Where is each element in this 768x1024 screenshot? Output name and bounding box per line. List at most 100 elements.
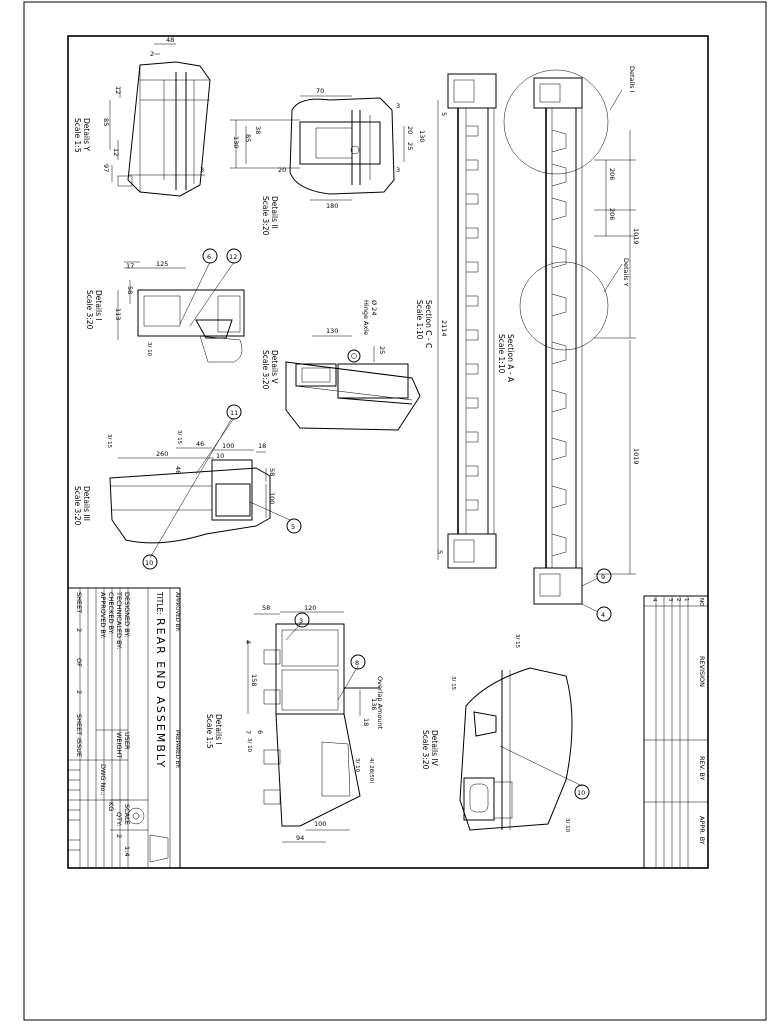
detail-ii-dim-25: 25 xyxy=(406,142,414,150)
detail-i-large-dim-18: 18 xyxy=(362,718,370,726)
detail-iii-dim-18: 18 xyxy=(258,442,266,450)
qty-value: 2 xyxy=(115,834,123,838)
detail-iii-dim-46b: 46 xyxy=(174,466,182,474)
user-label: USER xyxy=(123,732,131,750)
checked-by-label: CHECKED BY: xyxy=(107,592,115,635)
prepared-by-label: PREPARED BY: xyxy=(174,730,180,769)
designed-by-label: DESIGNED BY: xyxy=(123,592,131,638)
balloon-12-label: 12 xyxy=(229,253,237,261)
scale-value: 1:4 xyxy=(123,846,131,856)
section-cc-view: 130 25 Ø 24 Hinge Axle Section C - C Sca… xyxy=(261,300,433,431)
detail-ii-dim-130a: 130 xyxy=(232,136,240,148)
rev-by-label: REV. BY xyxy=(698,756,706,780)
balloon-4 xyxy=(596,606,612,622)
balloons: 6 12 11 5 10 3 8 10 9 4 xyxy=(142,248,612,800)
detail-v-scale: Scale 3:20 xyxy=(261,350,270,390)
detail-iv-title: Details IV xyxy=(430,730,439,767)
detail-iii-dim-46a: 46 xyxy=(196,440,204,448)
title-block: APPROVED BY: PREPARED BY: TITLE: REAR EN… xyxy=(67,587,181,869)
detail-i-small-dim-125: 125 xyxy=(156,260,168,268)
weld-note-8: 3/ 15 xyxy=(450,676,456,691)
detail-i-large-dim-158: 158 xyxy=(250,674,258,686)
section-cc-scale: Scale 1:10 xyxy=(415,300,424,340)
sheet-number: 2 xyxy=(75,628,83,632)
weld-note-1: 3/ 15 xyxy=(176,430,182,445)
detail-i-large-dim-100: 100 xyxy=(314,820,326,828)
approved-by-label: APPROVED BY: xyxy=(174,592,180,632)
section-aa-dim-1019b: 1019 xyxy=(632,448,640,465)
balloon-10-b-label: 10 xyxy=(577,789,585,797)
section-aa-title: Section A - A xyxy=(506,334,515,383)
detail-iii-dim-100b: 100 xyxy=(268,492,276,504)
detail-y-dim-48: 48 xyxy=(166,36,174,44)
detail-y-dim-2: 2 xyxy=(150,50,154,58)
balloon-8-label: 8 xyxy=(355,659,359,667)
balloon-6-label: 6 xyxy=(207,253,211,261)
detail-i-large-dim-7: 7 xyxy=(244,730,252,734)
detail-iii-scale: Scale 3:20 xyxy=(73,486,82,526)
detail-ii-dim-85: 85 xyxy=(244,134,252,142)
detail-i-large-dim-6: 6 xyxy=(256,730,264,734)
detail-i-small-dim-17: 17 xyxy=(126,262,134,270)
balloon-9-label: 9 xyxy=(601,573,605,581)
detail-iv-view: Details IV Scale 3:20 xyxy=(421,667,573,831)
detail-i-large-dim-136: 136 xyxy=(370,698,378,710)
section-aa-dim-1019a: 1019 xyxy=(632,228,640,245)
detail-y-dim-85: 85 xyxy=(102,118,110,126)
detail-y-dim-12b: 12 xyxy=(112,148,120,156)
details-i-callout: Details I xyxy=(628,66,636,93)
detail-y-dim-3: 3 xyxy=(200,166,204,174)
detail-ii-dim-180: 180 xyxy=(326,202,338,210)
rev-row-2: 2 xyxy=(675,598,681,602)
detail-iii-dim-100a: 100 xyxy=(222,442,234,450)
detail-ii-view: 70 3 130 38 85 20 130 20 25 3 180 Detail… xyxy=(230,87,426,236)
detail-y-scale: Scale 1:5 xyxy=(73,118,82,153)
detail-i-large-scale: Scale 1:5 xyxy=(205,714,214,749)
detail-y-dim-97: 97 xyxy=(102,164,110,172)
balloon-11-label: 11 xyxy=(230,409,238,417)
detail-i-small-dim-58: 58 xyxy=(126,286,134,294)
hinge-axle-dia: Ø 24 xyxy=(370,300,378,315)
detail-i-large-dim-58: 58 xyxy=(262,604,270,612)
balloon-4-label: 4 xyxy=(601,611,605,619)
hinge-axle-symbol xyxy=(347,349,361,363)
detail-i-circle-marker xyxy=(503,69,609,175)
detail-ii-dim-70: 70 xyxy=(316,87,324,95)
section-cc-dim-25: 25 xyxy=(378,346,386,354)
balloon-5 xyxy=(286,518,302,534)
balloon-8 xyxy=(350,654,366,670)
hinge-axle-label: Hinge Axle xyxy=(362,300,370,335)
weight-label: WEIGHT xyxy=(115,732,123,758)
technical-by-label: TECHNICALED BY: xyxy=(115,591,123,649)
detail-ii-dim-20b: 20 xyxy=(406,126,414,134)
qty-label: QTY: xyxy=(115,812,123,826)
detail-iv-scale: Scale 3:20 xyxy=(421,730,430,770)
sheet-total: 2 xyxy=(75,690,83,694)
section-aa-scale: Scale 1:10 xyxy=(497,334,506,374)
detail-i-large-dim-120: 120 xyxy=(304,604,316,612)
drawing-title: REAR END ASSEMBLY xyxy=(154,618,167,769)
balloon-6 xyxy=(202,248,218,264)
rev-row-1: 1 xyxy=(683,598,689,602)
detail-i-small-title: Details I xyxy=(94,290,103,321)
detail-i-small-view: 17 125 58 113 Details I Scale 3:20 xyxy=(85,260,245,363)
weld-note-7: 3/ 15 xyxy=(514,634,520,649)
section-aa-dim-5b: 5 xyxy=(436,550,444,554)
detail-i-large-dim-4: 4 xyxy=(244,640,252,644)
weld-note-3: 3/ 10 xyxy=(146,342,152,357)
detail-ii-dim-3b: 3 xyxy=(396,166,400,174)
dwg-no-label: DWG No.: xyxy=(99,764,107,796)
section-aa-dim-5a: 5 xyxy=(440,112,448,116)
section-aa-dim-206b: 206 xyxy=(608,208,616,220)
detail-i-large-title: Details I xyxy=(214,714,223,745)
balloon-10-a-label: 10 xyxy=(145,559,153,567)
balloon-9 xyxy=(596,568,612,584)
section-aa-dim-2114: 2114 xyxy=(440,320,448,337)
drawing-frame xyxy=(67,35,709,869)
balloon-12 xyxy=(226,248,242,264)
section-aa-dim-206a: 206 xyxy=(608,168,616,180)
weld-note-9: 3/ 10 xyxy=(564,818,570,833)
of-label: OF xyxy=(75,658,83,667)
section-cc-dim-130: 130 xyxy=(326,327,338,335)
weld-note-2: 3/ 15 xyxy=(106,434,112,449)
